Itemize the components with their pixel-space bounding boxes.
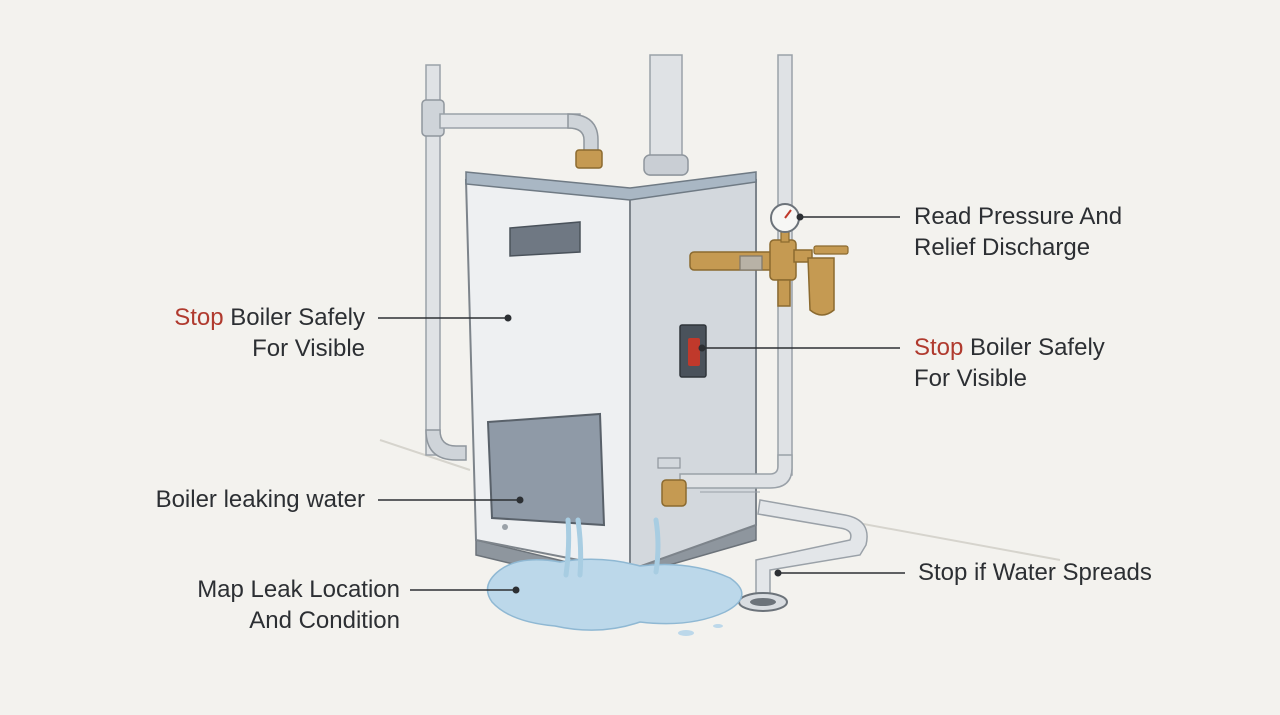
callout-leaking: Boiler leaking water (156, 484, 365, 515)
boiler-cabinet (464, 171, 757, 586)
callout-spreads: Stop if Water Spreads (918, 557, 1152, 588)
return-pipe (661, 454, 793, 507)
callout-pressure-line2: Relief Discharge (914, 234, 1091, 261)
drain-pipe (755, 499, 868, 601)
callout-stop-right: Stop Boiler Safely For Visible (914, 332, 1105, 394)
emergency-switch-icon (679, 324, 707, 378)
water-puddle (486, 517, 743, 636)
callout-map-leak-line2: And Condition (249, 607, 400, 634)
callout-stop-right-accent: Stop (914, 334, 964, 361)
relief-valve-icon (689, 239, 849, 316)
callout-stop-left-rest: Boiler Safely (223, 304, 365, 331)
floor-drain-icon (738, 592, 788, 612)
callout-leaking-line1: Boiler leaking water (155, 486, 365, 513)
callout-map-leak-line1: Map Leak Location (197, 576, 400, 603)
callout-stop-right-line2: For Visible (914, 365, 1027, 392)
callout-pressure-line1: Read Pressure And (914, 203, 1123, 230)
callout-map-leak: Map Leak Location And Condition (197, 574, 400, 636)
flue-pipe (643, 54, 689, 176)
callout-stop-left: Stop Boiler Safely For Visible (174, 302, 365, 364)
callout-spreads-line1: Stop if Water Spreads (918, 559, 1152, 586)
callout-stop-left-line2: For Visible (252, 335, 365, 362)
leader-dots (504, 213, 804, 594)
callout-pressure: Read Pressure And Relief Discharge (914, 201, 1122, 263)
left-pipe (421, 64, 603, 461)
pressure-gauge-icon (770, 203, 800, 243)
callout-stop-left-accent: Stop (174, 304, 224, 331)
callout-stop-right-rest: Boiler Safely (963, 334, 1105, 361)
leader-lines (378, 216, 905, 591)
